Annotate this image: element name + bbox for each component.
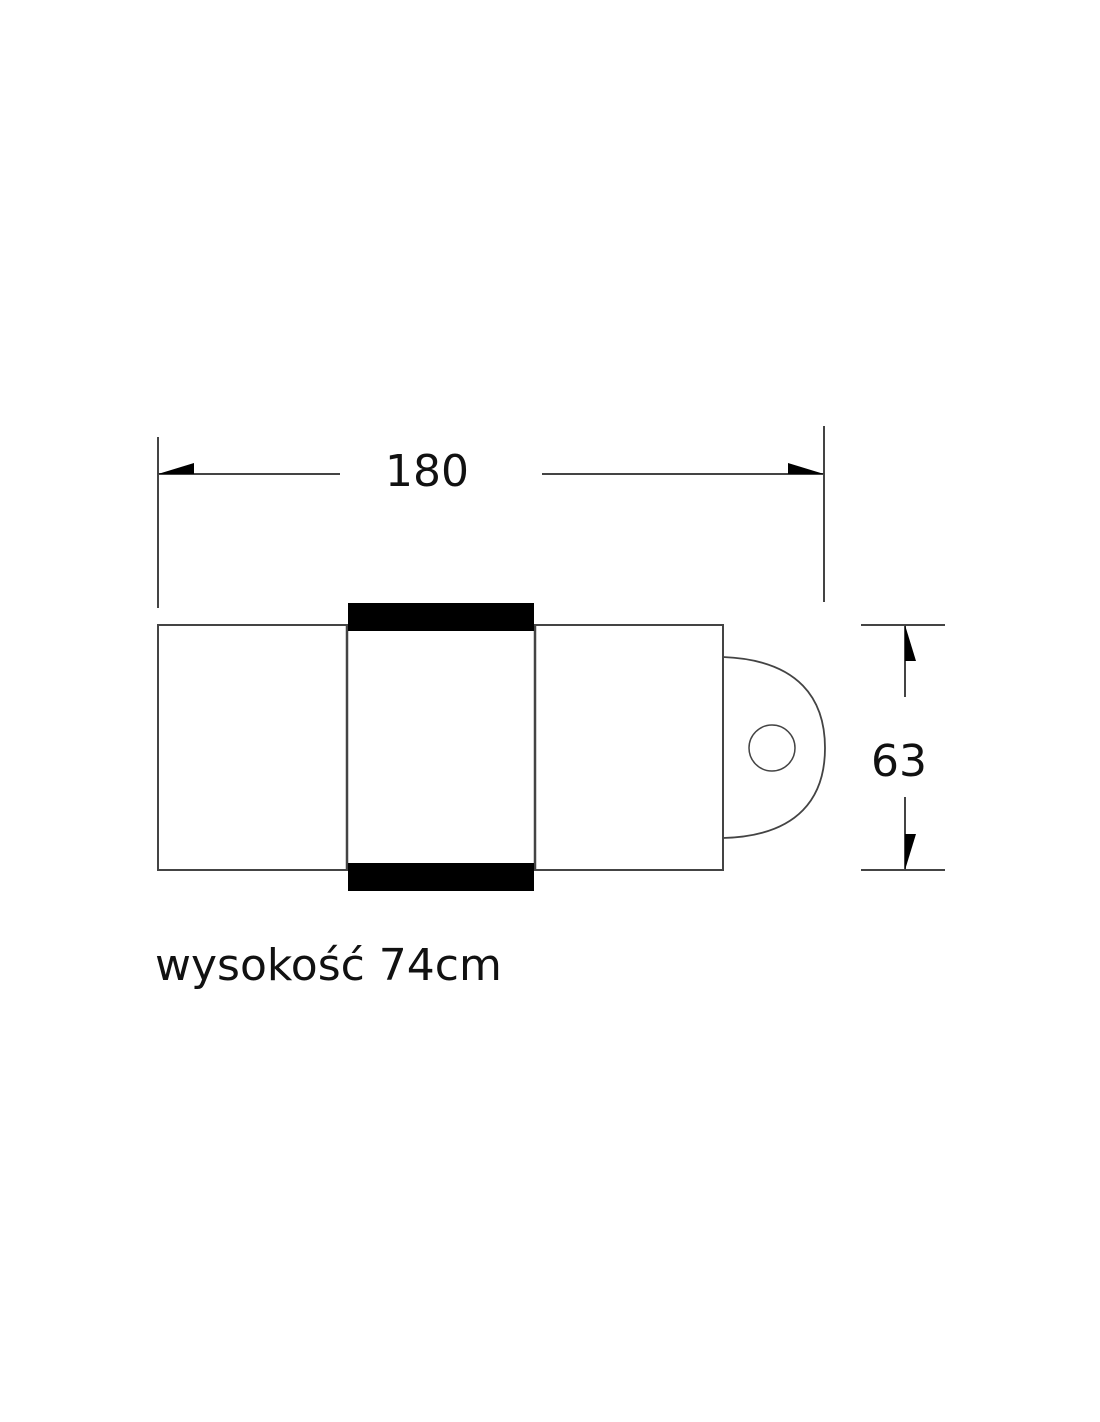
arrow-right-icon bbox=[788, 463, 824, 474]
height-caption: wysokość 74cm bbox=[155, 940, 502, 991]
width-dimension: 63 bbox=[861, 624, 945, 871]
arrow-down-icon bbox=[905, 834, 916, 870]
face-hole-icon bbox=[748, 724, 796, 772]
width-label: 63 bbox=[871, 736, 927, 787]
length-label: 180 bbox=[385, 446, 469, 497]
arrow-up-icon bbox=[905, 625, 916, 661]
top-armrest-band bbox=[348, 603, 534, 631]
bottom-armrest-band bbox=[348, 863, 534, 891]
table-outline bbox=[157, 603, 826, 891]
table-top bbox=[157, 624, 724, 871]
arrow-left-icon bbox=[158, 463, 194, 474]
headrest bbox=[722, 656, 826, 839]
length-dimension: 180 bbox=[157, 426, 825, 608]
